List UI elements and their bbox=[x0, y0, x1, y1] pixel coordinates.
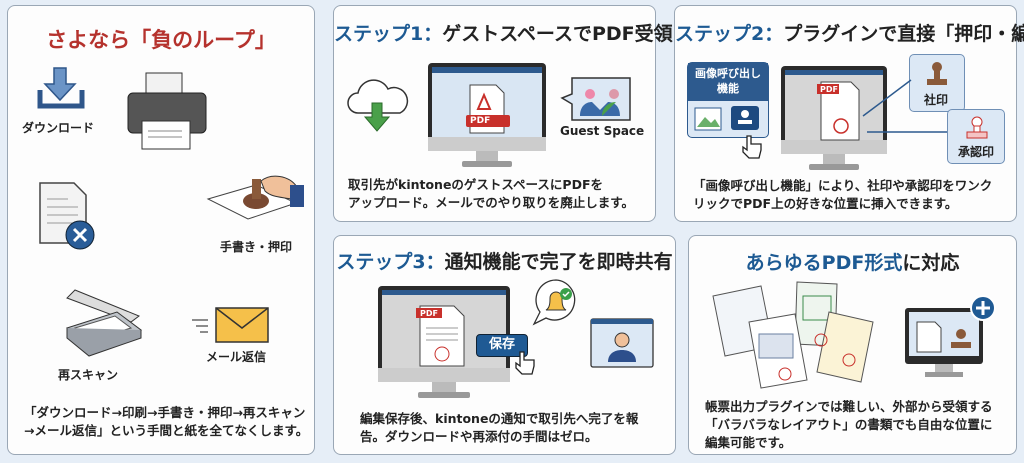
save-button[interactable]: 保存 bbox=[476, 334, 528, 357]
monitor-icon bbox=[781, 66, 887, 170]
loop-title: さよなら「負のループ」 bbox=[46, 28, 276, 52]
image-callout-label: 画像呼び出し機能 bbox=[688, 63, 768, 101]
image-callout[interactable]: 画像呼び出し機能 bbox=[687, 62, 769, 138]
pointer-hand-icon bbox=[515, 351, 535, 375]
cloud-download-icon bbox=[347, 79, 409, 132]
scanner-icon bbox=[66, 289, 143, 357]
loop-description: 「ダウンロード→印刷→手書き・押印→再スキャン →メール返信」という手間と紙を全… bbox=[24, 404, 308, 440]
desc-line: 「ダウンロード→印刷→手書き・押印→再スキャン bbox=[24, 405, 306, 420]
step3-panel: ステップ3：通知機能で完了を即時共有 PDF 保存 編集保存後、kintoneの… bbox=[333, 235, 676, 455]
desc-line: 取引先がkintoneのゲストスペースにPDFを bbox=[348, 177, 604, 192]
company-seal-card[interactable]: 社印 bbox=[909, 54, 965, 112]
desc-line: 「バラバラなレイアウト」の書類でも自由な位置に bbox=[705, 417, 993, 432]
notification-bell-icon bbox=[532, 279, 576, 326]
step3-title: ステップ3：通知機能で完了を即時共有 bbox=[334, 247, 675, 274]
monitor-stamp-add-icon bbox=[905, 295, 996, 377]
formats-title-black: に対応 bbox=[902, 252, 960, 274]
image-icon[interactable] bbox=[694, 107, 722, 131]
stamp-select-icon[interactable] bbox=[730, 105, 760, 131]
insert-arrows bbox=[862, 79, 947, 133]
printer-icon bbox=[127, 72, 207, 150]
formats-title: あらゆるPDF形式に対応 bbox=[689, 248, 1016, 275]
step-title: 通知機能で完了を即時共有 bbox=[444, 251, 673, 273]
step2-panel: ステップ2：プラグインで直接「押印・編集」 画像呼び出し機能 PDF 社印 承認… bbox=[674, 5, 1024, 222]
guest-space-label: Guest Space bbox=[560, 124, 645, 138]
various-documents-icon bbox=[712, 281, 874, 389]
company-stamp-icon bbox=[927, 62, 947, 85]
desc-line: アップロード。メールでのやり取りを廃止します。 bbox=[348, 195, 635, 210]
step1-title: ステップ1：ゲストスペースでPDF受領 bbox=[334, 19, 673, 46]
desc-line: 告。ダウンロードや再添付の手間はゼロ。 bbox=[360, 429, 598, 444]
rescan-label: 再スキャン bbox=[58, 368, 119, 382]
mail-icon bbox=[192, 307, 269, 343]
step-label: ステップ2： bbox=[675, 23, 784, 45]
desc-line: 編集可能です。 bbox=[705, 435, 792, 450]
step1-panel: ステップ1：ゲストスペースでPDF受領 PDF Guest Space 取引先が… bbox=[333, 5, 673, 222]
formats-panel: あらゆるPDF形式に対応 帳票出力プラグインでは難しい、外部から受領する 「バラ… bbox=[688, 235, 1017, 455]
pdf-tag: PDF bbox=[820, 85, 838, 94]
document-cancel-icon bbox=[39, 182, 95, 250]
step-title: プラグインで直接「押印・編集」 bbox=[783, 23, 1024, 45]
approval-seal-card[interactable]: 承認印 bbox=[947, 109, 1005, 164]
formats-description: 帳票出力プラグインでは難しい、外部から受領する 「バラバラなレイアウト」の書類で… bbox=[705, 398, 993, 452]
download-icon bbox=[37, 67, 85, 109]
approval-seal-label: 承認印 bbox=[958, 145, 995, 159]
desc-line: 帳票出力プラグインでは難しい、外部から受領する bbox=[705, 399, 993, 414]
pointer-hand-icon bbox=[742, 135, 762, 159]
step-label: ステップ3： bbox=[336, 251, 445, 273]
mail-reply-label: メール返信 bbox=[206, 350, 267, 364]
handwrite-stamp-label: 手書き・押印 bbox=[220, 240, 293, 254]
step-title: ゲストスペースでPDF受領 bbox=[442, 23, 673, 45]
step2-description: 「画像呼び出し機能」により、社印や承認印をワンク リックでPDF上の好きな位置に… bbox=[693, 177, 992, 213]
desc-line: 編集保存後、kintoneの通知で取引先へ完了を報 bbox=[360, 411, 639, 426]
desc-line: リックでPDF上の好きな位置に挿入できます。 bbox=[693, 196, 958, 211]
download-label: ダウンロード bbox=[22, 121, 95, 135]
approval-stamp-icon bbox=[966, 116, 988, 139]
company-seal-label: 社印 bbox=[924, 93, 949, 107]
client-window-icon bbox=[590, 318, 654, 368]
step-label: ステップ1： bbox=[334, 23, 443, 45]
pdf-tag: PDF bbox=[420, 309, 438, 318]
formats-title-blue: あらゆるPDF形式 bbox=[745, 252, 903, 274]
desc-line: →メール返信」という手間と紙を全てなくします。 bbox=[24, 423, 309, 438]
step2-title: ステップ2：プラグインで直接「押印・編集」 bbox=[675, 19, 1024, 46]
monitor-icon bbox=[428, 63, 546, 167]
monitor-icon bbox=[378, 286, 510, 398]
step1-description: 取引先がkintoneのゲストスペースにPDFを アップロード。メールでのやり取… bbox=[348, 176, 634, 212]
stamping-hand-icon bbox=[206, 175, 304, 220]
step3-description: 編集保存後、kintoneの通知で取引先へ完了を報 告。ダウンロードや再添付の手… bbox=[360, 410, 638, 446]
desc-line: 「画像呼び出し機能」により、社印や承認印をワンク bbox=[693, 178, 993, 193]
loop-panel: さよなら「負のループ」 ダウンロード 手書き・押印 再スキャン メール返信 「ダ… bbox=[7, 5, 315, 455]
guest-space-icon bbox=[560, 77, 631, 121]
pdf-tag: PDF bbox=[470, 116, 491, 126]
